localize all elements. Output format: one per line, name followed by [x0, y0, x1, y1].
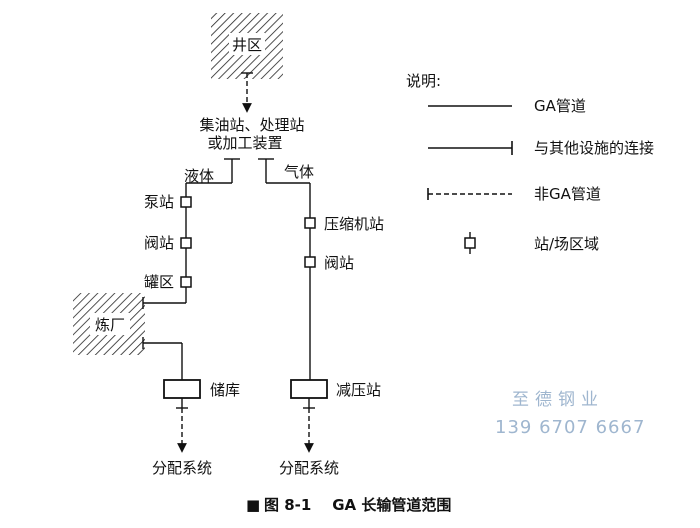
liquid-label: 液体 [184, 167, 214, 185]
liquid-pipeline [143, 207, 187, 304]
refinery-connections [142, 297, 183, 380]
pressure-reducing-station-label: 减压站 [336, 381, 381, 399]
watermark: 至德钢业 139 6707 6667 [495, 390, 645, 438]
legend-title: 说明: [406, 72, 441, 90]
well-area-label: 井区 [232, 36, 262, 54]
legend: 说明: GA管道 与其他设施的连接 非GA管道 站/场区域 [406, 72, 654, 254]
refinery-area: 炼厂 [73, 293, 145, 355]
valve-station-left-label: 阀站 [144, 234, 174, 252]
storage-label: 储库 [210, 381, 240, 399]
pump-station-label: 泵站 [144, 193, 174, 211]
caption-text: 图 8-1 GA 长输管道范围 [264, 496, 451, 514]
storage-to-distribution [176, 398, 188, 453]
refinery-label: 炼厂 [95, 316, 125, 334]
liquid-branch-connector [185, 158, 240, 197]
legend-station-label: 站/场区域 [534, 235, 599, 253]
storage-icon [163, 379, 201, 399]
compressor-station-label: 压缩机站 [324, 215, 384, 233]
valve-station-right-label: 阀站 [324, 254, 354, 272]
distribution-right-label: 分配系统 [279, 459, 339, 477]
legend-non-ga-pipeline-label: 非GA管道 [534, 185, 601, 203]
legend-station-swatch [464, 232, 476, 254]
distribution-left-label: 分配系统 [152, 459, 212, 477]
well-to-gathering-link [241, 72, 253, 113]
watermark-line1: 至德钢业 [512, 390, 604, 410]
pump-station-icon [180, 196, 192, 208]
valve-station-left-icon [180, 237, 192, 249]
legend-ga-pipeline-label: GA管道 [534, 97, 586, 115]
gathering-station-label-line1: 集油站、处理站 [199, 116, 304, 134]
gathering-station-label-line2: 或加工装置 [207, 134, 282, 152]
legend-connection-label: 与其他设施的连接 [534, 139, 654, 157]
watermark-line2: 139 6707 6667 [495, 417, 645, 438]
valve-station-right-icon [304, 256, 316, 268]
compressor-station-icon [304, 217, 316, 229]
figure-caption: ■ 图 8-1 GA 长输管道范围 [246, 496, 451, 514]
gas-label: 气体 [284, 163, 314, 181]
pressure-reducing-station-icon [290, 379, 328, 399]
tank-area-label: 罐区 [144, 273, 174, 291]
reducing-to-distribution [303, 398, 315, 453]
well-area: 井区 [211, 13, 283, 79]
tank-area-icon [180, 276, 192, 288]
caption-marker: ■ [246, 496, 260, 514]
gas-branch-connector [258, 158, 311, 218]
